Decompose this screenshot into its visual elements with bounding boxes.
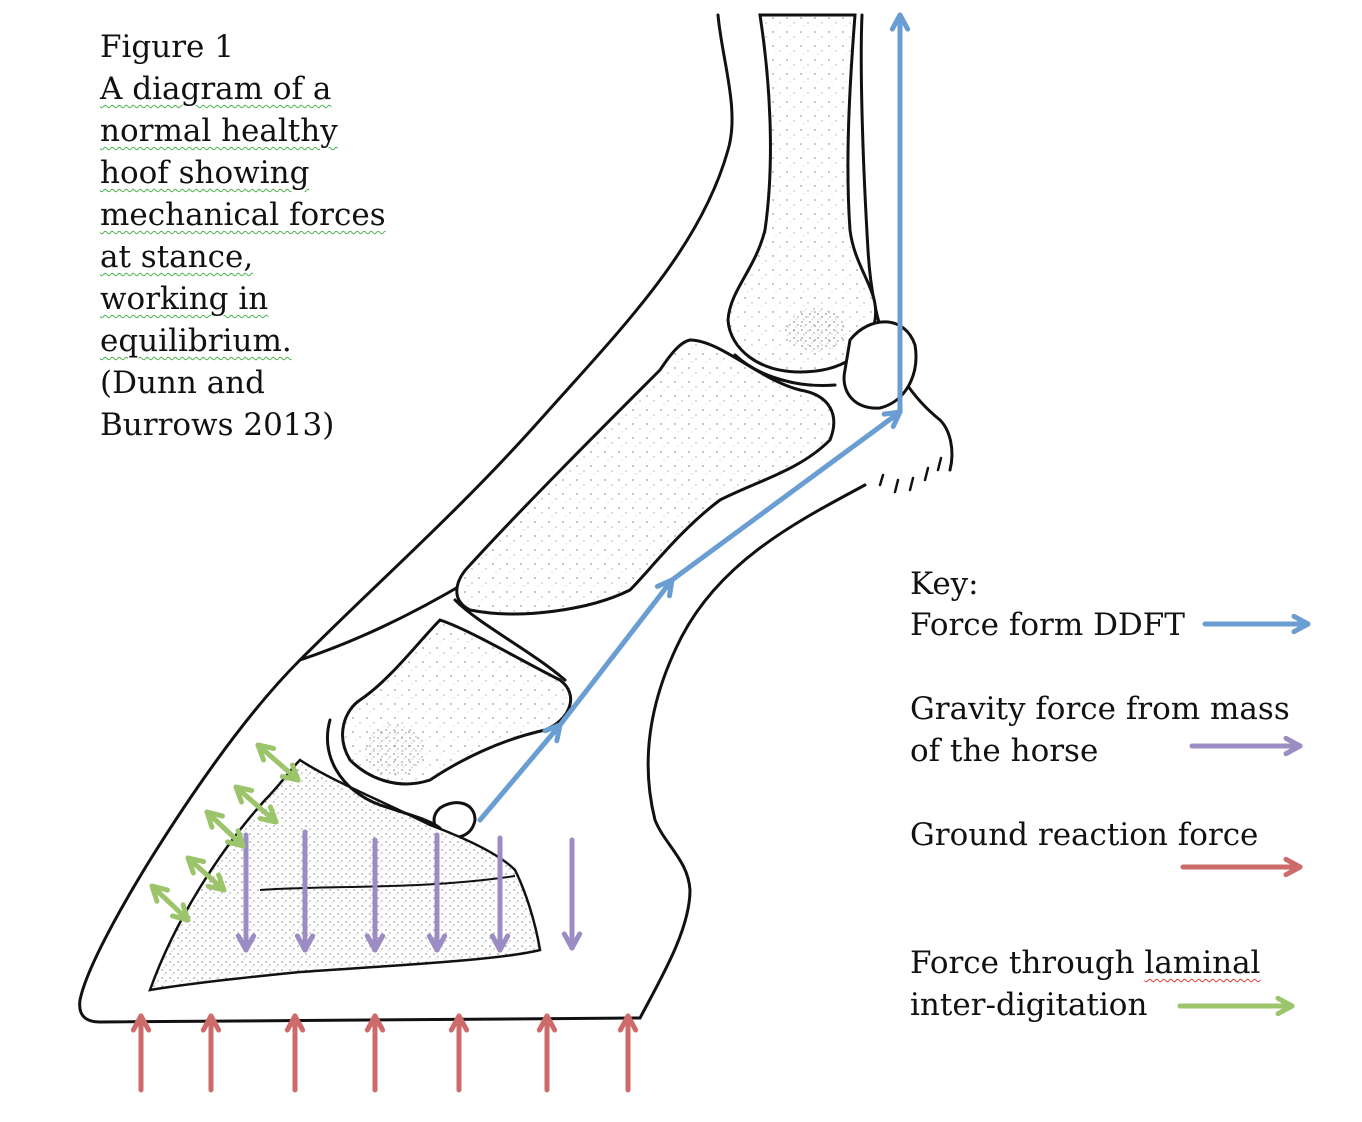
gravity-arrow: [235, 832, 257, 953]
caption-line: mechanical forces: [100, 197, 386, 233]
caption-line: Figure 1: [100, 29, 234, 65]
caption-line: (Dunn and: [100, 365, 265, 401]
cannon-bone: [726, 13, 878, 374]
laminal-arrow: [255, 742, 301, 783]
key-arrow-ground: [1180, 856, 1303, 878]
ddft-arrow: [889, 12, 911, 415]
force-arrows: [130, 12, 911, 1093]
key-label-laminal: Force through laminal: [910, 945, 1261, 981]
key-arrows: [1177, 613, 1311, 1017]
figure-caption: Figure 1 A diagram of a normal healthy h…: [100, 26, 420, 446]
key-label-laminal-line2: inter-digitation: [910, 987, 1148, 1023]
key-label-ground: Ground reaction force: [910, 817, 1259, 853]
gravity-arrow: [489, 835, 511, 953]
hair-ticks: [878, 456, 943, 494]
ground-reaction-arrow: [284, 1013, 306, 1093]
ground-reaction-arrow: [200, 1013, 222, 1093]
gravity-arrow: [294, 829, 316, 953]
sesamoid-bone: [842, 320, 918, 410]
gravity-arrow: [364, 837, 386, 953]
short-pastern-bone: [341, 618, 573, 786]
caption-line: hoof showing: [100, 155, 310, 191]
laminal-arrow: [233, 784, 279, 825]
ground-reaction-arrow: [448, 1013, 470, 1093]
laminal-arrow: [185, 855, 227, 893]
key-arrow-laminal: [1177, 995, 1295, 1017]
laminal-arrow: [204, 809, 246, 849]
key-arrow-gravity: [1189, 735, 1303, 757]
ground-reaction-arrow: [130, 1013, 152, 1093]
key-label-ddft: Force form DDFT: [910, 607, 1185, 643]
ground-reaction-arrow: [364, 1013, 386, 1093]
caption-line: at stance,: [100, 239, 254, 275]
front-outline: [78, 13, 734, 1024]
caption-line: working in: [100, 281, 269, 317]
long-pastern-bone: [455, 338, 836, 616]
laminal-arrow: [149, 883, 191, 923]
caption-line: equilibrium.: [100, 323, 292, 359]
ground-reaction-arrow: [536, 1013, 558, 1093]
caption-line: A diagram of a: [100, 71, 332, 107]
key-title: Key:: [910, 566, 979, 602]
caption-line: normal healthy: [100, 113, 338, 149]
key-arrow-ddft: [1202, 613, 1311, 635]
caption-line: Burrows 2013): [100, 407, 335, 443]
coronet-front: [298, 578, 472, 662]
ground-reaction-arrow: [617, 1013, 639, 1093]
coronary-band: [938, 418, 954, 472]
key-label-gravity: Gravity force from mass: [910, 691, 1290, 727]
hoof-outline: [78, 13, 954, 1024]
joint-lines: [325, 353, 837, 830]
gravity-arrow: [561, 837, 583, 951]
key-label-gravity-line2: of the horse: [910, 733, 1099, 769]
heel-outline: [638, 483, 867, 1020]
gravity-arrow: [426, 832, 448, 953]
